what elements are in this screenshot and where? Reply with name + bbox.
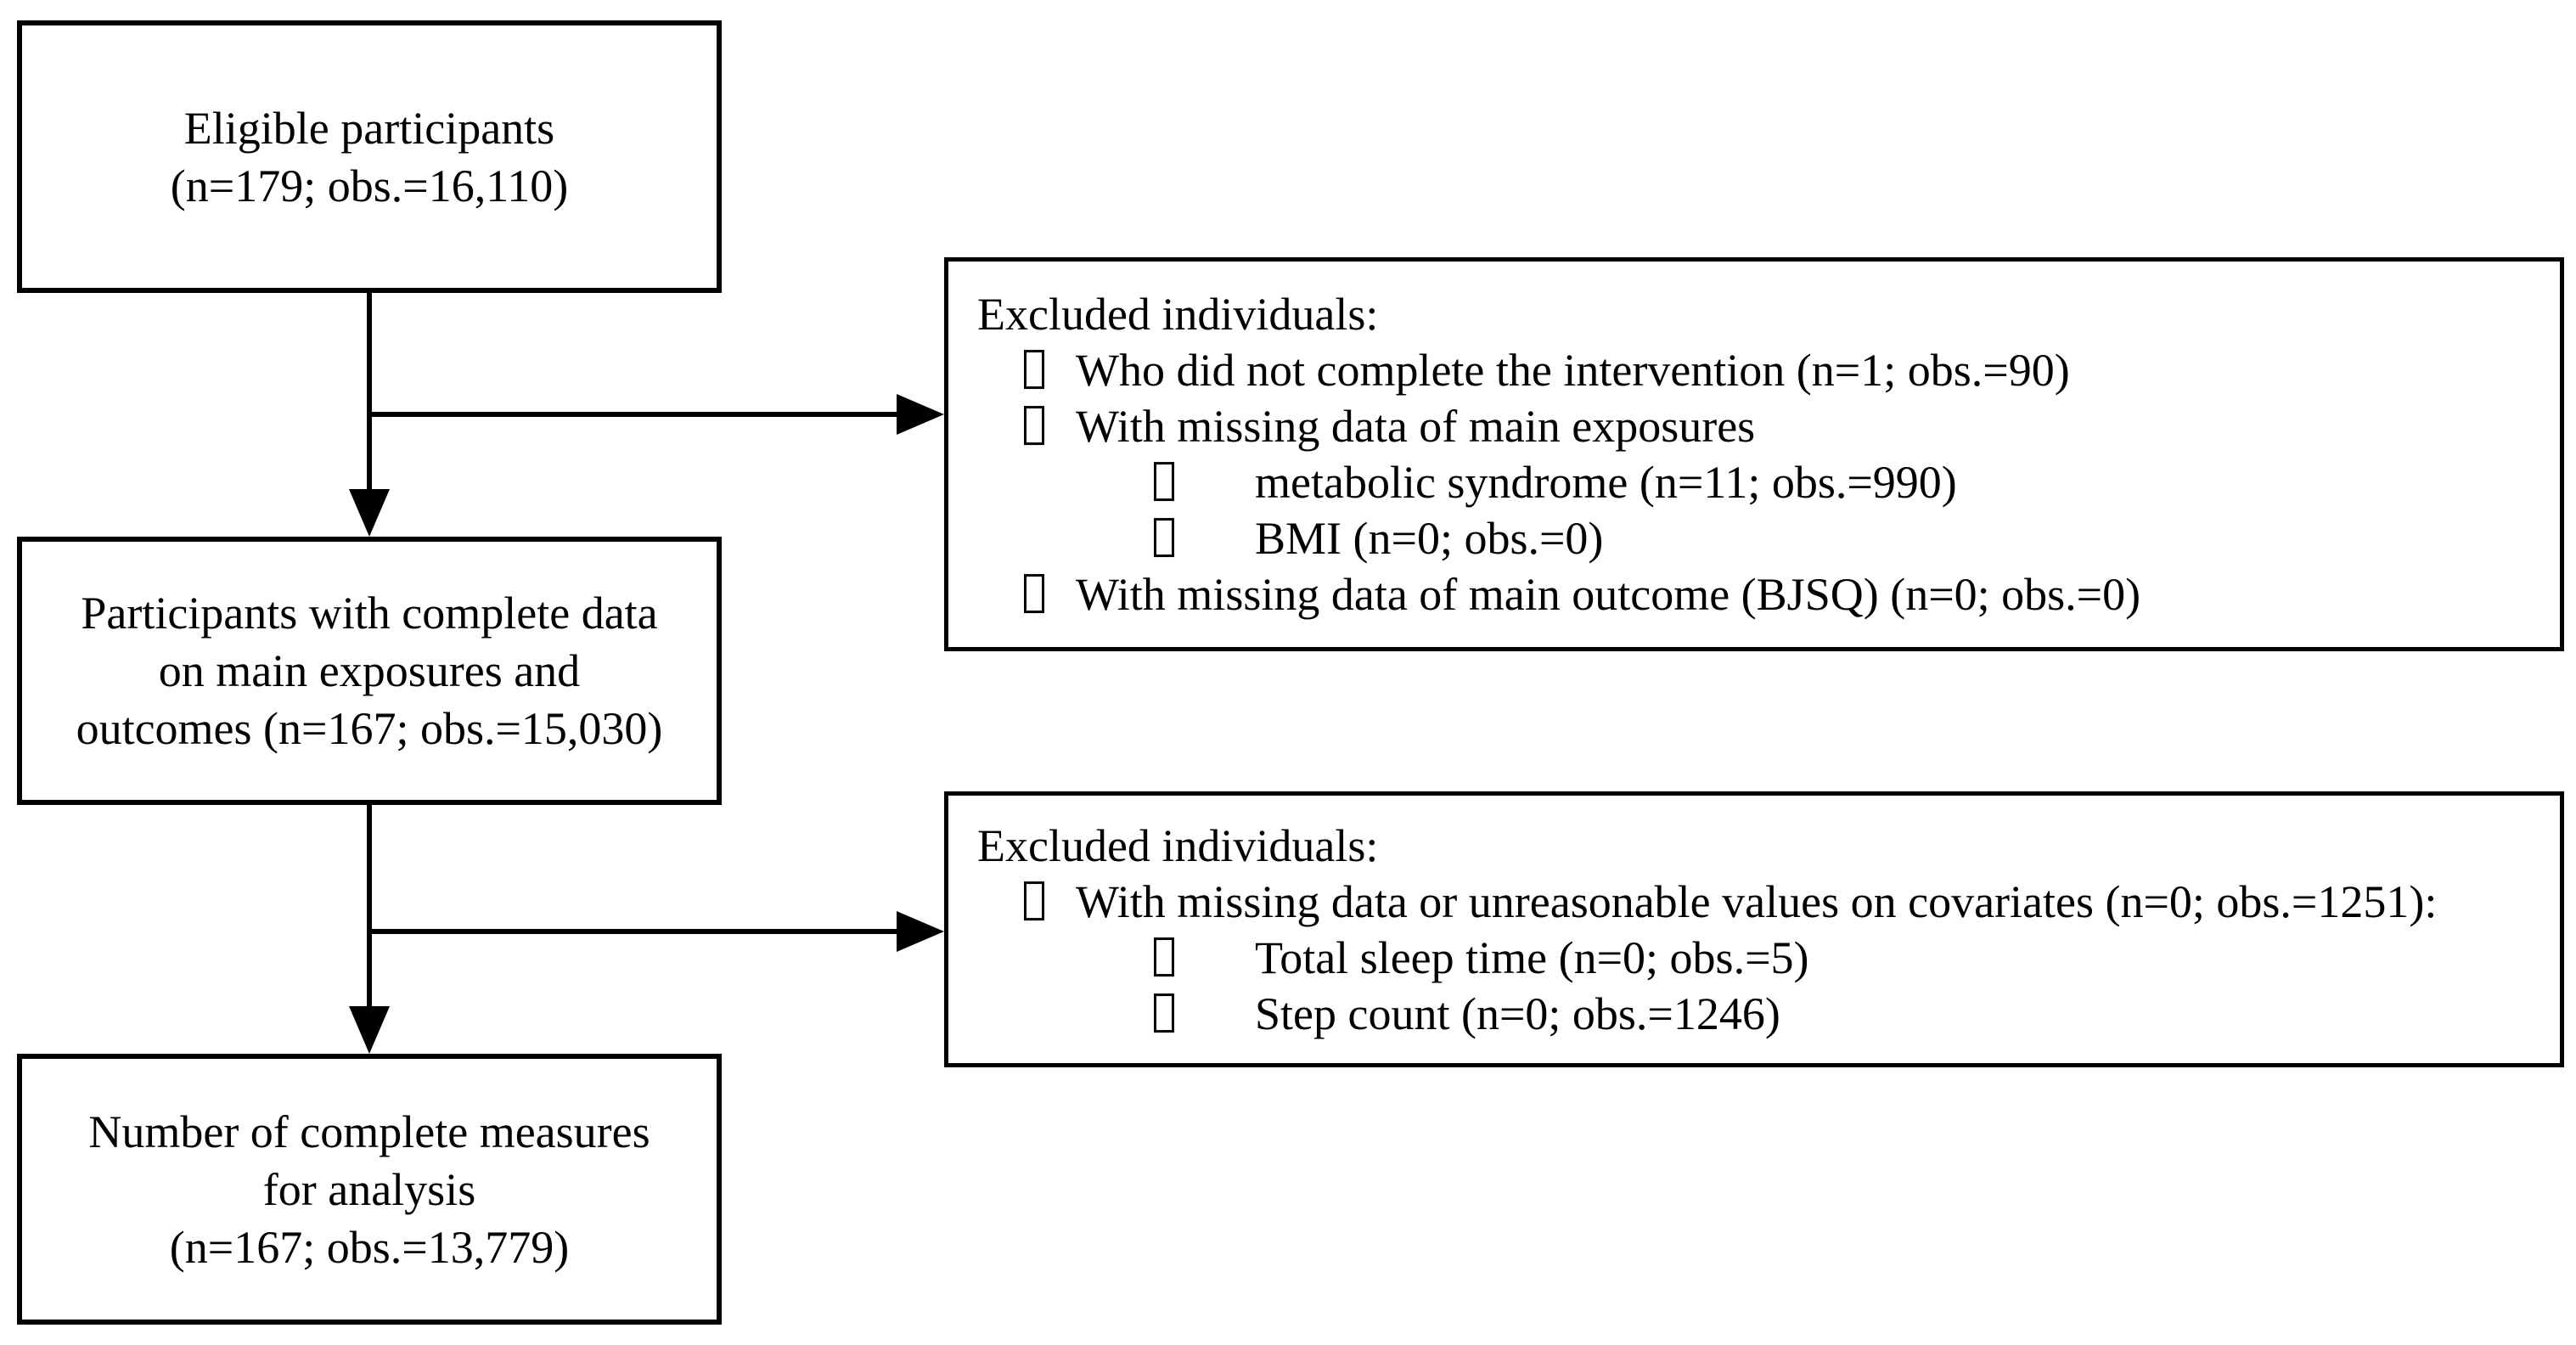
box-text-line: (n=167; obs.=13,779): [169, 1221, 570, 1273]
excluded-item-text: Step count (n=0; obs.=1246): [1255, 988, 1780, 1039]
eligible-participants-box: Eligible participants (n=179; obs.=16,11…: [17, 20, 722, 293]
excluded-item: Who did not complete the intervention (n…: [948, 342, 2560, 398]
connector-line-excluded-1: [369, 412, 900, 417]
complete-measures-analysis-box: Number of complete measures for analysis…: [17, 1054, 722, 1325]
box-text-line: on main exposures and: [158, 645, 581, 696]
excluded-item-text: BMI (n=0; obs.=0): [1255, 513, 1604, 564]
excluded-title: Excluded individuals:: [977, 289, 1379, 340]
complete-data-participants-box: Participants with complete data on main …: [17, 537, 722, 805]
connector-line-excluded-2: [369, 929, 900, 934]
connector-line-box2-box3: [367, 805, 372, 1009]
box-text-line: outcomes (n=167; obs.=15,030): [76, 703, 663, 754]
excluded-item-text: With missing data or unreasonable values…: [1076, 875, 2438, 927]
box-text-line: Participants with complete data: [81, 588, 658, 639]
arrowhead-right-icon: [897, 394, 944, 435]
excluded-individuals-box-1: Excluded individuals: Who did not comple…: [944, 257, 2564, 651]
empty-box-bullet-icon: [1154, 937, 1174, 976]
excluded-item: With missing data of main exposures: [948, 398, 2560, 454]
box-text-line: Number of complete measures: [88, 1106, 650, 1157]
excluded-item: With missing data of main outcome (BJSQ)…: [948, 566, 2560, 622]
excluded-individuals-box-2: Excluded individuals: With missing data …: [944, 791, 2564, 1067]
connector-line-box1-box2: [367, 293, 372, 492]
arrowhead-right-icon: [897, 911, 944, 952]
box-text-line: for analysis: [262, 1163, 476, 1215]
excluded-subitem: Step count (n=0; obs.=1246): [948, 986, 2560, 1042]
empty-box-bullet-icon: [1154, 462, 1174, 502]
excluded-subitem: metabolic syndrome (n=11; obs.=990): [948, 454, 2560, 510]
excluded-item-text: With missing data of main exposures: [1076, 401, 1756, 452]
excluded-item: With missing data or unreasonable values…: [948, 874, 2560, 930]
empty-box-bullet-icon: [1024, 574, 1044, 614]
excluded-item-text: Who did not complete the intervention (n…: [1076, 345, 2070, 396]
arrowhead-down-icon: [349, 1006, 390, 1054]
excluded-item-text: With missing data of main outcome (BJSQ)…: [1076, 569, 2141, 620]
excluded-item-text: Total sleep time (n=0; obs.=5): [1255, 931, 1809, 983]
excluded-subitem: BMI (n=0; obs.=0): [948, 510, 2560, 566]
empty-box-bullet-icon: [1024, 350, 1044, 390]
empty-box-bullet-icon: [1154, 518, 1174, 558]
empty-box-bullet-icon: [1154, 993, 1174, 1033]
empty-box-bullet-icon: [1024, 881, 1044, 920]
excluded-title: Excluded individuals:: [977, 819, 1379, 871]
arrowhead-down-icon: [349, 489, 390, 537]
box-text-line: Eligible participants: [183, 102, 555, 154]
excluded-item-text: metabolic syndrome (n=11; obs.=990): [1255, 457, 1957, 508]
empty-box-bullet-icon: [1024, 406, 1044, 446]
excluded-subitem: Total sleep time (n=0; obs.=5): [948, 930, 2560, 986]
box-text-line: (n=179; obs.=16,110): [170, 160, 569, 211]
